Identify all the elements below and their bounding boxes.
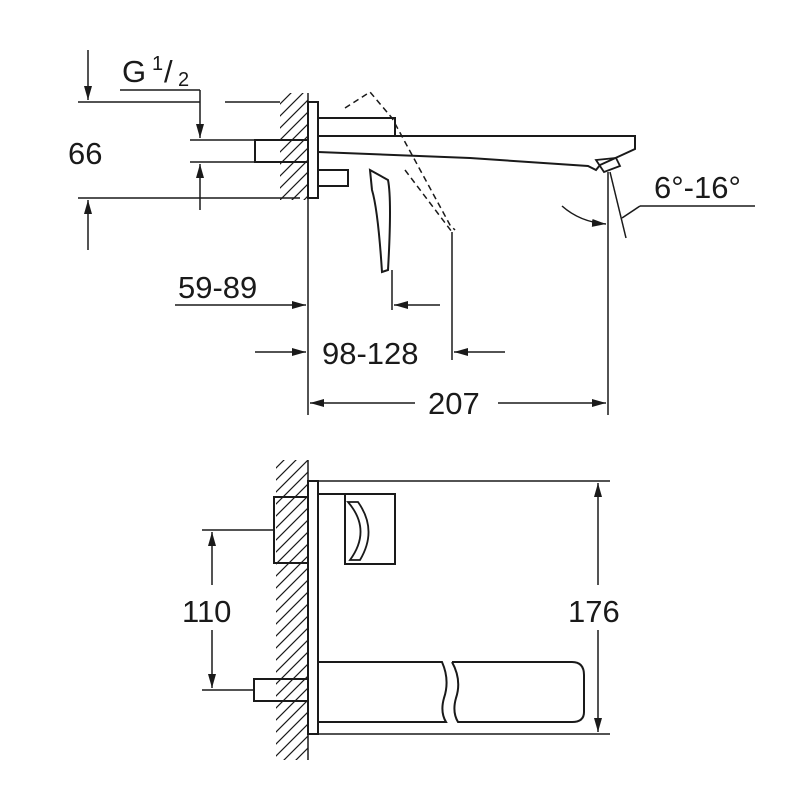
angle-arc-arrow [561,205,607,227]
height-66-label: 66 [68,136,102,171]
depth-59-89-label: 59-89 [178,270,257,305]
thread-g-label: G [122,54,146,89]
aerator [594,157,622,174]
thread-denominator: 2 [178,69,189,91]
thread-numerator: 1 [152,53,163,75]
valve-body-bottom [318,169,349,187]
spout-front-right [451,661,585,723]
angle-ray [609,171,627,239]
thread-slash: / [164,54,173,89]
backplate-front [307,480,319,735]
supply-pipe-stub [254,139,309,163]
lever-handle [368,168,391,274]
handle-block [318,493,396,565]
spout [317,135,636,172]
wall-hatch-top [280,93,308,200]
length-207-label: 207 [428,386,480,421]
handle-lever-front [346,501,370,561]
backplate-top [307,101,319,199]
lever-swing-path [404,169,453,233]
depth-98-128-label: 98-128 [322,336,419,371]
spacing-110-label: 110 [182,594,231,629]
height-176-label: 176 [568,594,620,629]
angle-label: 6°-16° [654,170,741,205]
angle-leader-tick [621,205,641,219]
front-elevation-view: 110 176 [182,460,620,760]
lever-open-position [344,91,456,231]
valve-body-top [318,117,396,137]
wall-hatch-bottom [276,460,308,760]
spout-front-left [318,661,448,723]
side-elevation-view: G 1 / 2 66 6°-16° 59-89 98-128 207 [68,50,755,421]
